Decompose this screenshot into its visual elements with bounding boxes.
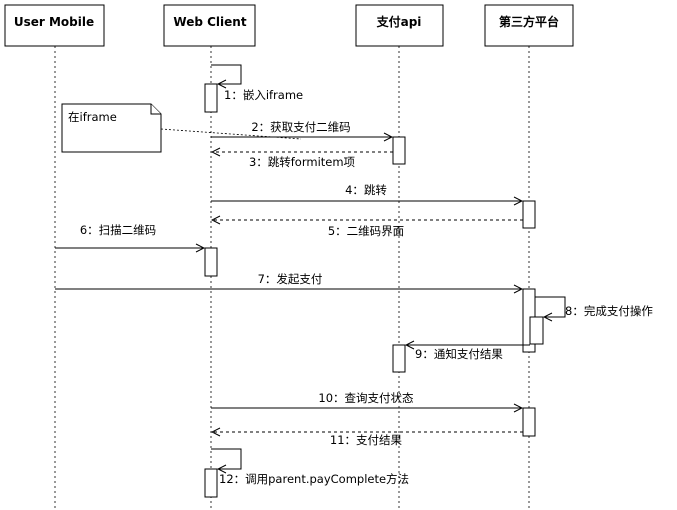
message-4: 4：跳转 — [211, 183, 522, 201]
actor-user-mobile-label: User Mobile — [14, 15, 94, 29]
message-10: 10：查询支付状态 — [211, 391, 522, 408]
activation-third-1 — [522, 200, 536, 229]
message-1: 1：嵌入iframe — [211, 64, 303, 102]
actor-web-client-label: Web Client — [173, 15, 246, 29]
activation-web-1 — [204, 83, 218, 113]
message-11: 11：支付结果 — [212, 432, 523, 447]
activation-web-2 — [204, 247, 218, 277]
note-text: 在iframe — [68, 110, 117, 124]
message-10-label: 10：查询支付状态 — [318, 391, 414, 405]
message-7-label: 7：发起支付 — [258, 272, 323, 286]
message-7: 7：发起支付 — [55, 272, 522, 289]
message-8-label: 8：完成支付操作 — [565, 304, 653, 318]
message-6: 6：扫描二维码 — [55, 223, 204, 248]
message-9-label: 9：通知支付结果 — [415, 347, 503, 361]
activation-third-3 — [522, 407, 536, 437]
actor-web-client: Web Client — [163, 4, 256, 47]
message-2-label: 2：获取支付二维码 — [251, 120, 350, 134]
activation-api-1 — [392, 136, 406, 165]
activation-third-nested — [529, 316, 544, 345]
message-5-label: 5：二维码界面 — [328, 224, 404, 238]
actor-payment-api: 支付api — [355, 4, 444, 47]
message-3-label: 3：跳转formitem项 — [249, 155, 356, 169]
actor-user-mobile: User Mobile — [4, 4, 105, 47]
message-3: 3：跳转formitem项 — [212, 152, 393, 169]
actor-third-party-label: 第三方平台 — [499, 14, 559, 29]
message-1-label: 1：嵌入iframe — [224, 88, 303, 102]
message-9: 9：通知支付结果 — [406, 345, 530, 361]
message-4-label: 4：跳转 — [345, 183, 387, 197]
message-5: 5：二维码界面 — [212, 220, 523, 238]
activation-api-2 — [392, 344, 406, 373]
actor-payment-api-label: 支付api — [376, 14, 422, 29]
message-11-label: 11：支付结果 — [330, 433, 403, 447]
message-12: 12：调用parent.payComplete方法 — [211, 448, 409, 486]
message-12-label: 12：调用parent.payComplete方法 — [219, 472, 409, 486]
message-6-label: 6：扫描二维码 — [80, 223, 156, 237]
activation-web-3 — [204, 468, 218, 498]
message-2: 2：获取支付二维码 — [211, 120, 392, 137]
actor-third-party: 第三方平台 — [484, 4, 574, 47]
note-in-iframe: 在iframe — [61, 103, 162, 153]
message-8: 8：完成支付操作 — [535, 296, 653, 318]
